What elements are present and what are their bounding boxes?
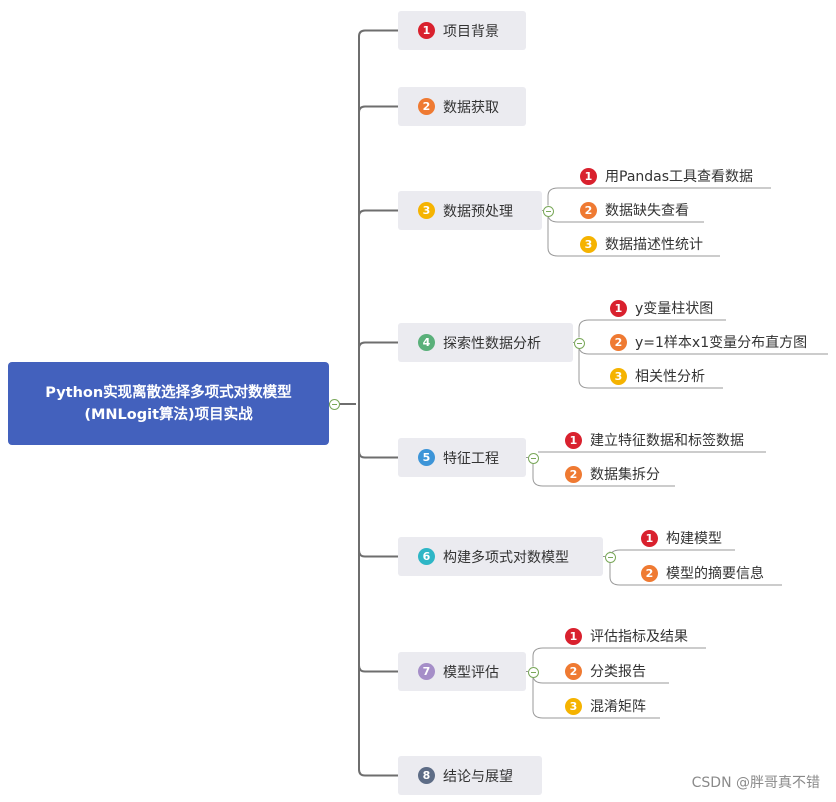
branch-connector bbox=[358, 550, 398, 558]
subtopic-connector bbox=[609, 561, 782, 586]
number-badge-icon: 5 bbox=[418, 449, 435, 466]
branch-topic-1[interactable]: 1 项目背景 bbox=[398, 11, 526, 50]
number-badge-icon: 2 bbox=[565, 662, 582, 680]
branch-topic-2[interactable]: 2 数据获取 bbox=[398, 87, 526, 126]
branch-topic-8[interactable]: 8 结论与展望 bbox=[398, 756, 542, 795]
number-badge-icon: 2 bbox=[610, 333, 627, 351]
subtopic-7-2[interactable]: 2 分类报告 bbox=[565, 660, 646, 682]
number-badge-icon: 2 bbox=[641, 564, 658, 582]
subtopic-label: 模型的摘要信息 bbox=[666, 566, 764, 582]
subtopic-label: 用Pandas工具查看数据 bbox=[605, 169, 754, 185]
branch-topic-label: 模型评估 bbox=[443, 664, 499, 681]
subtopic-3-2[interactable]: 2 数据缺失查看 bbox=[580, 199, 689, 221]
subtopic-label: 数据缺失查看 bbox=[605, 203, 689, 219]
branch-topic-5[interactable]: 5 特征工程 bbox=[398, 438, 526, 477]
branch-topic-label: 数据预处理 bbox=[443, 203, 513, 220]
subtopic-connector bbox=[532, 462, 675, 487]
number-badge-icon: 1 bbox=[565, 627, 582, 645]
branch-connector bbox=[358, 341, 398, 349]
subtopic-3-1[interactable]: 1 用Pandas工具查看数据 bbox=[580, 165, 753, 187]
branch-topic-label: 特征工程 bbox=[443, 450, 499, 467]
branch-topic-label: 数据获取 bbox=[443, 99, 499, 116]
subtopic-3-3[interactable]: 3 数据描述性统计 bbox=[580, 233, 703, 255]
collapse-toggle[interactable] bbox=[574, 337, 585, 349]
branch-topic-label: 构建多项式对数模型 bbox=[443, 549, 569, 566]
number-badge-icon: 1 bbox=[580, 167, 597, 185]
subtopic-6-1[interactable]: 1 构建模型 bbox=[641, 527, 722, 549]
collapse-toggle[interactable] bbox=[528, 452, 539, 464]
subtopic-5-1[interactable]: 1 建立特征数据和标签数据 bbox=[565, 429, 744, 451]
subtopic-label: 数据描述性统计 bbox=[605, 237, 703, 253]
subtopic-connector bbox=[578, 319, 726, 338]
subtopic-label: 构建模型 bbox=[666, 531, 722, 547]
collapse-toggle[interactable] bbox=[543, 205, 554, 217]
subtopic-5-2[interactable]: 2 数据集拆分 bbox=[565, 463, 660, 485]
root-topic[interactable]: Python实现离散选择多项式对数模型(MNLogit算法)项目实战 bbox=[8, 362, 329, 445]
number-badge-icon: 2 bbox=[580, 201, 597, 219]
subtopic-connector bbox=[547, 187, 771, 206]
number-badge-icon: 4 bbox=[418, 334, 435, 351]
subtopic-6-2[interactable]: 2 模型的摘要信息 bbox=[641, 562, 764, 584]
root-topic-label: Python实现离散选择多项式对数模型(MNLogit算法)项目实战 bbox=[45, 384, 292, 423]
number-badge-icon: 7 bbox=[418, 663, 435, 680]
collapse-toggle[interactable] bbox=[528, 666, 539, 678]
subtopic-label: 评估指标及结果 bbox=[590, 629, 688, 645]
branch-topic-7[interactable]: 7 模型评估 bbox=[398, 652, 526, 691]
number-badge-icon: 3 bbox=[418, 202, 435, 219]
branch-topic-3[interactable]: 3 数据预处理 bbox=[398, 191, 542, 230]
subtopic-4-1[interactable]: 1 y变量柱状图 bbox=[610, 297, 713, 319]
branch-connector bbox=[358, 105, 398, 113]
number-badge-icon: 3 bbox=[580, 235, 597, 253]
number-badge-icon: 1 bbox=[418, 22, 435, 39]
subtopic-label: 混淆矩阵 bbox=[590, 699, 646, 715]
subtopic-connector bbox=[578, 347, 723, 389]
number-badge-icon: 6 bbox=[418, 548, 435, 565]
branch-topic-label: 项目背景 bbox=[443, 23, 499, 40]
number-badge-icon: 1 bbox=[565, 431, 582, 449]
subtopic-label: y变量柱状图 bbox=[635, 301, 714, 317]
subtopic-7-3[interactable]: 3 混淆矩阵 bbox=[565, 695, 646, 717]
number-badge-icon: 1 bbox=[610, 299, 627, 317]
subtopic-label: 分类报告 bbox=[590, 664, 646, 680]
collapse-toggle-root[interactable] bbox=[329, 399, 340, 410]
number-badge-icon: 3 bbox=[565, 697, 582, 715]
watermark: CSDN @胖哥真不错 bbox=[691, 775, 820, 791]
branch-connector bbox=[358, 29, 398, 37]
branch-topic-4[interactable]: 4 探索性数据分析 bbox=[398, 323, 573, 362]
subtopic-4-3[interactable]: 3 相关性分析 bbox=[610, 365, 705, 387]
branch-topic-label: 结论与展望 bbox=[443, 768, 513, 785]
subtopic-label: 数据集拆分 bbox=[590, 467, 660, 483]
branch-topic-label: 探索性数据分析 bbox=[443, 335, 541, 352]
number-badge-icon: 2 bbox=[565, 465, 582, 483]
subtopic-label: y=1样本x1变量分布直方图 bbox=[635, 335, 808, 351]
subtopic-4-2[interactable]: 2 y=1样本x1变量分布直方图 bbox=[610, 331, 807, 353]
subtopic-connector bbox=[532, 647, 706, 667]
subtopic-label: 建立特征数据和标签数据 bbox=[590, 433, 744, 449]
number-badge-icon: 2 bbox=[418, 98, 435, 115]
subtopic-connector bbox=[547, 215, 720, 257]
collapse-toggle[interactable] bbox=[605, 551, 616, 563]
branch-topic-6[interactable]: 6 构建多项式对数模型 bbox=[398, 537, 603, 576]
number-badge-icon: 8 bbox=[418, 767, 435, 784]
subtopic-connector bbox=[532, 676, 660, 719]
number-badge-icon: 3 bbox=[610, 367, 627, 385]
subtopic-7-1[interactable]: 1 评估指标及结果 bbox=[565, 625, 688, 647]
subtopic-label: 相关性分析 bbox=[635, 369, 705, 385]
branch-connector bbox=[358, 665, 398, 673]
branch-connector bbox=[358, 769, 398, 777]
number-badge-icon: 1 bbox=[641, 529, 658, 547]
branch-connector bbox=[358, 209, 398, 217]
branch-connector bbox=[358, 451, 398, 459]
